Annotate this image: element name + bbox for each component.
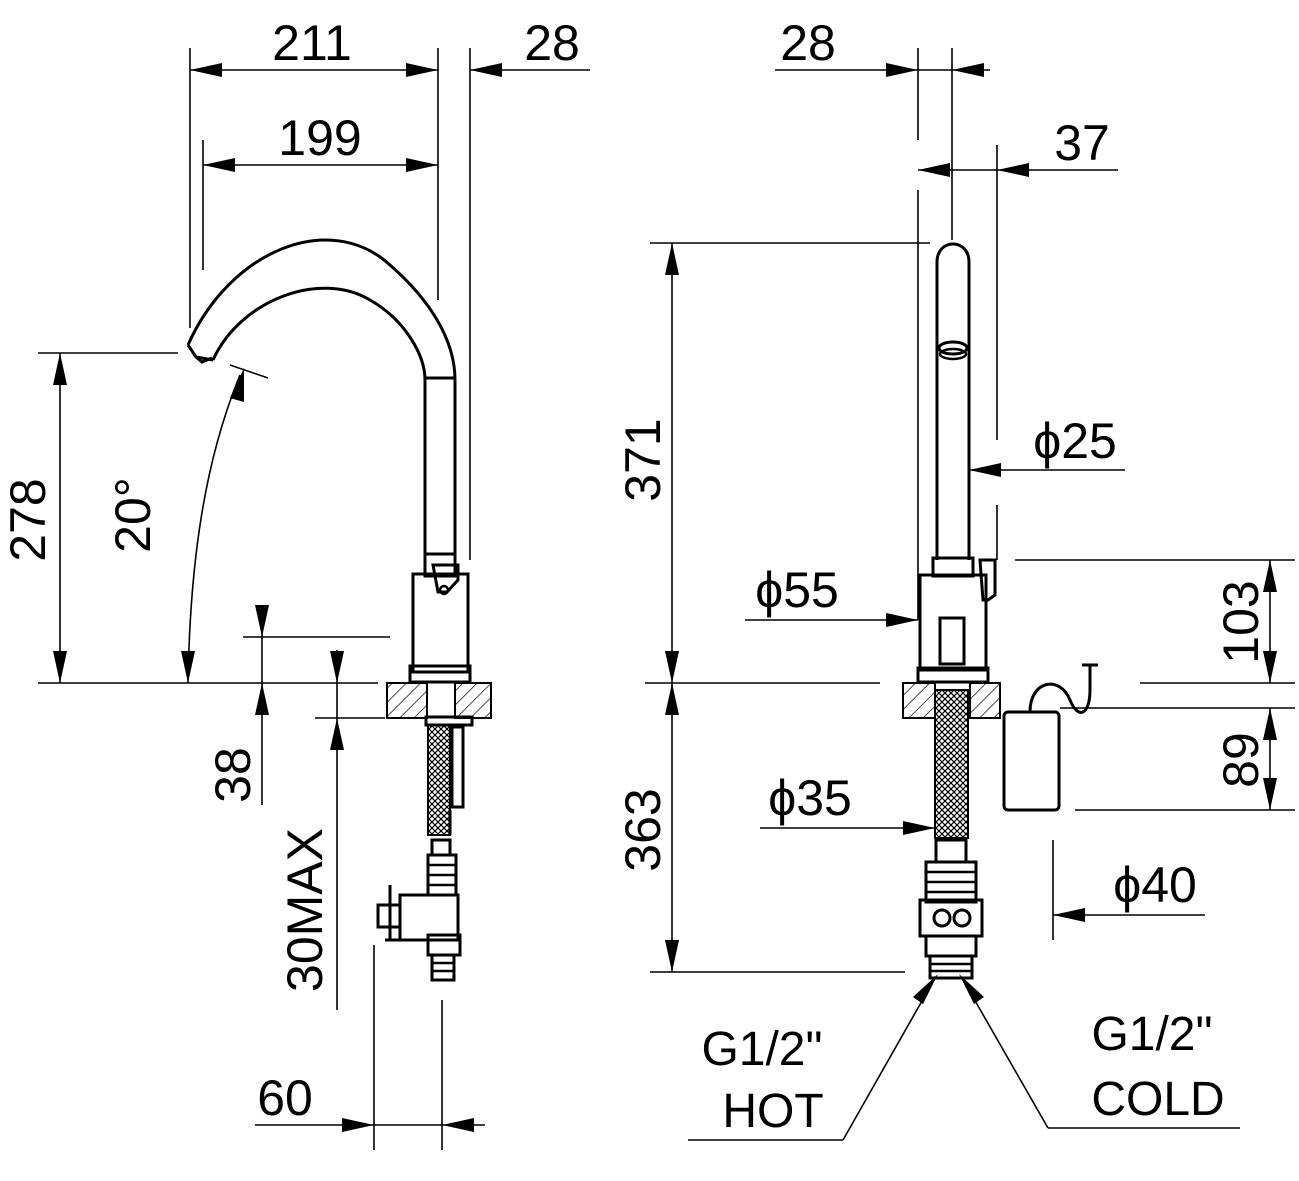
label-hot: HOT (722, 1085, 823, 1138)
front-counter-left (902, 682, 936, 719)
side-counter-left (386, 682, 428, 719)
dim-363: 363 (615, 788, 671, 871)
label-cold: COLD (1091, 1073, 1224, 1126)
front-spout (935, 242, 971, 560)
dim-37: 37 (1054, 115, 1110, 171)
side-aerator (186, 344, 214, 364)
side-spout-outer (186, 238, 457, 555)
dim-103: 103 (1213, 580, 1269, 663)
side-body (411, 572, 470, 674)
dim-199: 199 (278, 110, 361, 166)
front-view: 28 37 371 363 ϕ25 ϕ55 (615, 15, 1295, 1141)
dim-371: 371 (615, 418, 671, 501)
side-view: 211 28 199 278 20° 38 30M (0, 15, 590, 1150)
side-spout-inner (211, 286, 427, 555)
dim-side-28: 28 (524, 15, 580, 71)
dim-dia-55: ϕ55 (755, 562, 839, 618)
dim-dia-25: ϕ25 (1033, 413, 1117, 469)
side-valve (398, 893, 460, 942)
dim-angle-20: 20° (105, 477, 161, 553)
dim-dia-40: ϕ40 (1113, 857, 1197, 913)
label-hot-size: G1/2" (701, 1023, 822, 1076)
dim-38: 38 (205, 747, 261, 803)
dim-278: 278 (0, 478, 56, 561)
label-cold-size: G1/2" (1091, 1008, 1212, 1061)
dim-211: 211 (272, 15, 352, 71)
side-braided-hose (427, 724, 451, 836)
side-counter-right (454, 682, 492, 719)
dim-front-28: 28 (780, 15, 836, 71)
dim-89: 89 (1213, 732, 1269, 788)
front-counter-right (969, 682, 1001, 719)
side-lever (431, 563, 460, 594)
front-braided-hose (934, 689, 969, 839)
dim-30max: 30MAX (277, 828, 333, 992)
control-cable (1028, 665, 1092, 714)
dim-60: 60 (257, 1070, 313, 1126)
front-lever (978, 558, 997, 602)
dim-dia-35: ϕ35 (768, 770, 852, 826)
front-body (918, 573, 988, 672)
control-box (1002, 710, 1061, 812)
